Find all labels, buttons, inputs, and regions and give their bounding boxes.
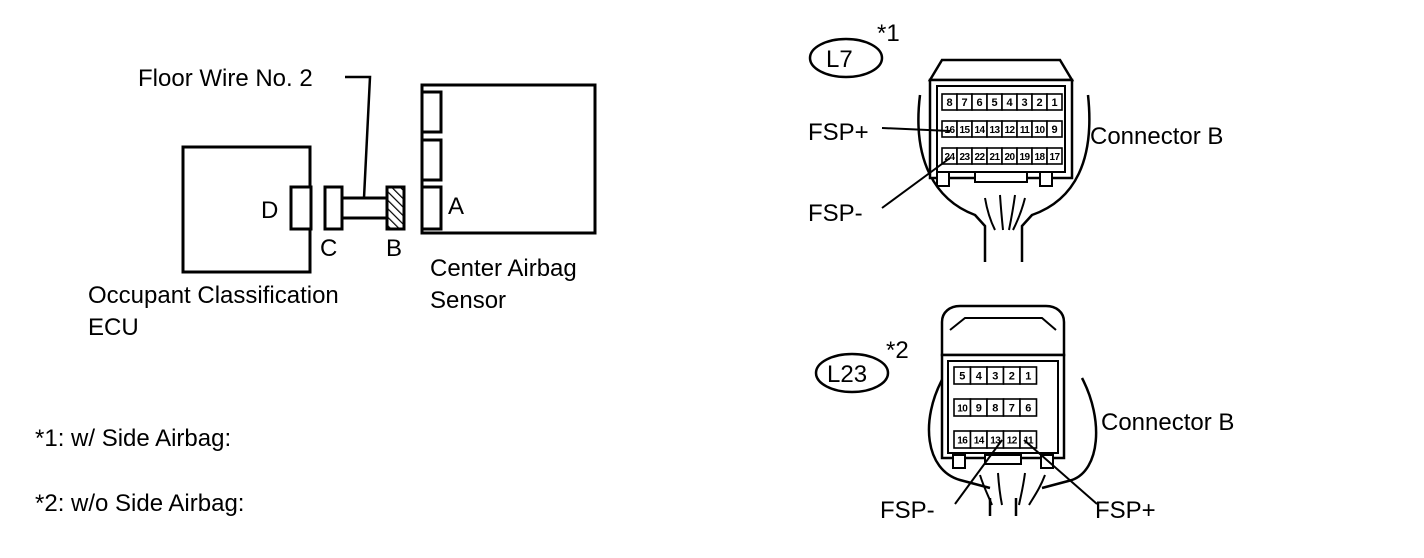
occupant-ecu-label-2: ECU [88, 314, 139, 341]
l7-pin-11: 11 [1020, 125, 1030, 136]
l7-pin-20: 20 [1005, 152, 1016, 163]
l23-pin-cell [1019, 430, 1038, 449]
l7-pin-grid: 876543211615141312111092423222120191817 [941, 93, 1063, 165]
l23-pin-16: 16 [957, 436, 968, 447]
floor-wire-leader [345, 75, 372, 199]
l23-pin-cell [1019, 366, 1038, 385]
l7-pin-21: 21 [990, 152, 1001, 163]
l23-pin-10: 10 [957, 404, 968, 415]
sensor-connector-mid [420, 138, 443, 182]
center-sensor-label-2: Sensor [430, 287, 506, 314]
connector-c-shape [323, 185, 344, 231]
l7-pin-8: 8 [946, 97, 952, 109]
l7-pin-1: 1 [1051, 97, 1057, 109]
l7-connector-title: Connector B [1090, 123, 1223, 150]
l7-pin-13: 13 [990, 125, 1001, 136]
l7-pin-2: 2 [1036, 97, 1042, 109]
connector-b-shape [385, 185, 406, 231]
connector-b-label: B [386, 235, 402, 262]
connector-a-label: A [448, 193, 464, 220]
l23-marker: *2 [886, 337, 909, 364]
l7-pin-cell [1046, 93, 1063, 111]
l7-fsp-plus-leader [881, 127, 951, 132]
l7-pin-23: 23 [960, 152, 971, 163]
l23-latch-left [952, 454, 966, 469]
l7-pin-16: 16 [945, 125, 956, 136]
l7-fsp-minus: FSP- [808, 200, 863, 227]
l7-fsp-minus-leader [881, 157, 951, 209]
l7-wires [984, 194, 1026, 231]
l23-pin-2: 2 [1009, 371, 1015, 383]
l7-latch-mid [974, 171, 1028, 183]
connector-a-shape [420, 185, 443, 231]
l7-pin-4: 4 [1006, 97, 1013, 109]
l23-housing-top [940, 304, 1066, 357]
l23-code: L23 [827, 361, 867, 388]
l23-latch-mid [984, 454, 1022, 465]
l23-housing-inner [947, 360, 1059, 454]
l23-pin-4: 4 [976, 371, 983, 383]
l23-pin-6: 6 [1025, 403, 1031, 415]
connector-d-shape [289, 185, 313, 231]
l7-pin-24: 24 [945, 152, 956, 163]
sensor-connector-top [420, 90, 443, 134]
l7-pin-cell [1046, 120, 1063, 138]
l7-pin-6: 6 [976, 97, 982, 109]
l23-pin-7: 7 [1009, 403, 1015, 415]
l7-pin-12: 12 [1005, 125, 1016, 136]
l7-pin-22: 22 [975, 152, 986, 163]
l23-pin-14: 14 [974, 436, 985, 447]
l7-pin-14: 14 [975, 125, 986, 136]
l23-fsp-minus: FSP- [880, 497, 935, 524]
l23-housing-cap [949, 317, 1057, 331]
l7-pin-15: 15 [960, 125, 971, 136]
l23-pin-5: 5 [959, 371, 965, 383]
l23-pin-13: 13 [990, 436, 1001, 447]
l7-latch-right [1039, 171, 1053, 187]
occupant-ecu-label-1: Occupant Classification [88, 282, 339, 309]
connector-d-label: D [261, 197, 278, 224]
center-sensor-label-1: Center Airbag [430, 255, 577, 282]
l7-pin-18: 18 [1035, 152, 1046, 163]
l7-pin-cell [1046, 147, 1063, 165]
l23-code-oval [814, 352, 890, 394]
l7-marker: *1 [877, 20, 900, 47]
l7-harness-outline [917, 94, 1091, 262]
l7-latch-left [936, 171, 950, 187]
l23-pin-12: 12 [1007, 436, 1018, 447]
l23-pin-cell [1019, 398, 1038, 417]
connector-c-label: C [320, 235, 337, 262]
l7-housing-top [927, 58, 1075, 82]
l7-pin-17: 17 [1050, 152, 1061, 163]
l7-code: L7 [826, 46, 853, 73]
note-side-airbag: *1: w/ Side Airbag: [35, 425, 231, 452]
l23-harness-outline [927, 377, 1098, 490]
l7-pin-7: 7 [961, 97, 967, 109]
l23-fsp-plus: FSP+ [1095, 497, 1156, 524]
l23-pin-8: 8 [992, 403, 998, 415]
l23-fsp-plus-leader [1023, 439, 1098, 505]
l7-pin-3: 3 [1021, 97, 1027, 109]
floor-wire-label: Floor Wire No. 2 [138, 65, 313, 92]
l23-pin-11: 11 [1024, 436, 1034, 447]
l23-pin-3: 3 [992, 371, 998, 383]
l23-pin-1: 1 [1025, 371, 1031, 383]
l7-pin-10: 10 [1035, 125, 1046, 136]
l7-fsp-plus: FSP+ [808, 119, 869, 146]
l7-pin-19: 19 [1020, 152, 1031, 163]
note-no-side-airbag: *2: w/o Side Airbag: [35, 490, 244, 517]
l23-pin-9: 9 [976, 403, 982, 415]
l23-fsp-minus-leader [954, 439, 1003, 505]
l7-pin-5: 5 [991, 97, 997, 109]
l7-code-oval [808, 37, 884, 79]
l7-pin-9: 9 [1051, 124, 1057, 136]
l23-wires [979, 472, 1046, 506]
l23-connector-title: Connector B [1101, 409, 1234, 436]
floor-wire-harness [340, 196, 389, 220]
